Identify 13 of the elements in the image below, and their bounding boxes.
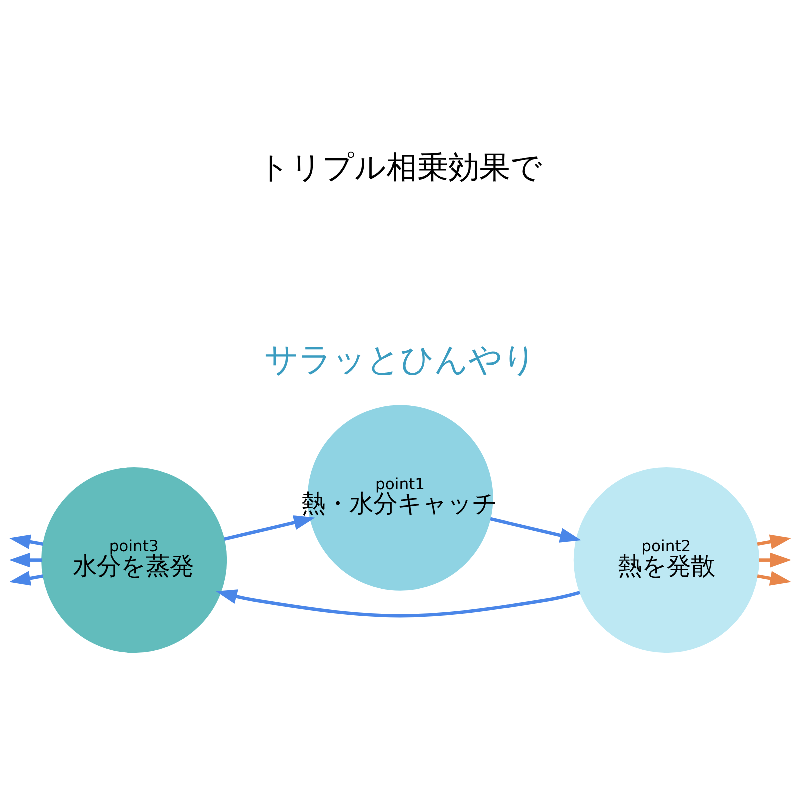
arrow [8, 570, 44, 586]
arrow [756, 534, 792, 549]
arrow [8, 534, 44, 549]
arrow [758, 552, 792, 568]
arrow [490, 516, 581, 542]
arrow [216, 589, 580, 618]
diagram-title: トリプル相乗効果で [258, 149, 542, 186]
arrow [8, 552, 42, 568]
label: サラッとひんやり [264, 339, 536, 378]
arrow [224, 515, 315, 540]
node-circle: point3 水分を蒸発 [41, 467, 227, 653]
arrow [756, 570, 792, 586]
node-circle: point2 熱を発散 [573, 467, 759, 653]
